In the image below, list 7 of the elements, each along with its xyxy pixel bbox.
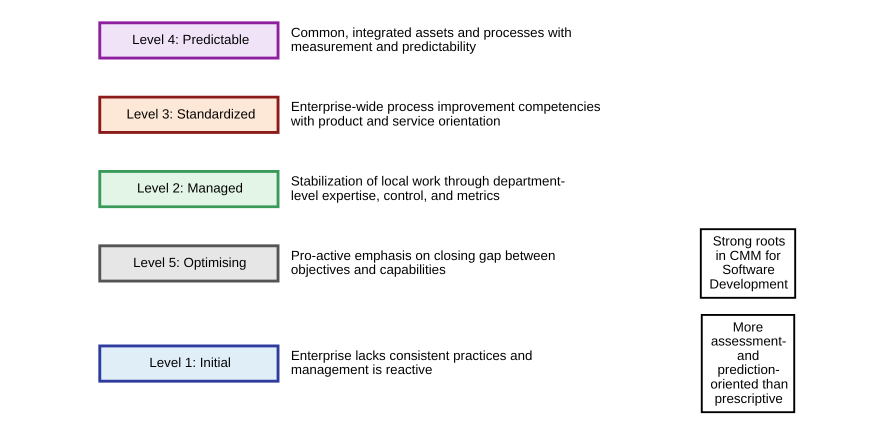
node-label: Pro-active emphasis on closing gap between objectives and capabilities	[290, 248, 555, 278]
node-label: Enterprise lacks consistent practices and management is reactive	[290, 348, 532, 378]
node-box: More assessment- and prediction-oriented than prescriptive	[700, 314, 795, 414]
node-label: Common, integrated assets and processes with measurement and predictability	[290, 24, 572, 54]
node-label: Stabilization of local work through department-level expertise, control, and metrics	[290, 174, 565, 203]
node-box: Strong roots in CMM for Software Development	[699, 228, 796, 299]
node-label: Enterprise-wide process improvement competencies with product and service orientation	[290, 99, 600, 128]
